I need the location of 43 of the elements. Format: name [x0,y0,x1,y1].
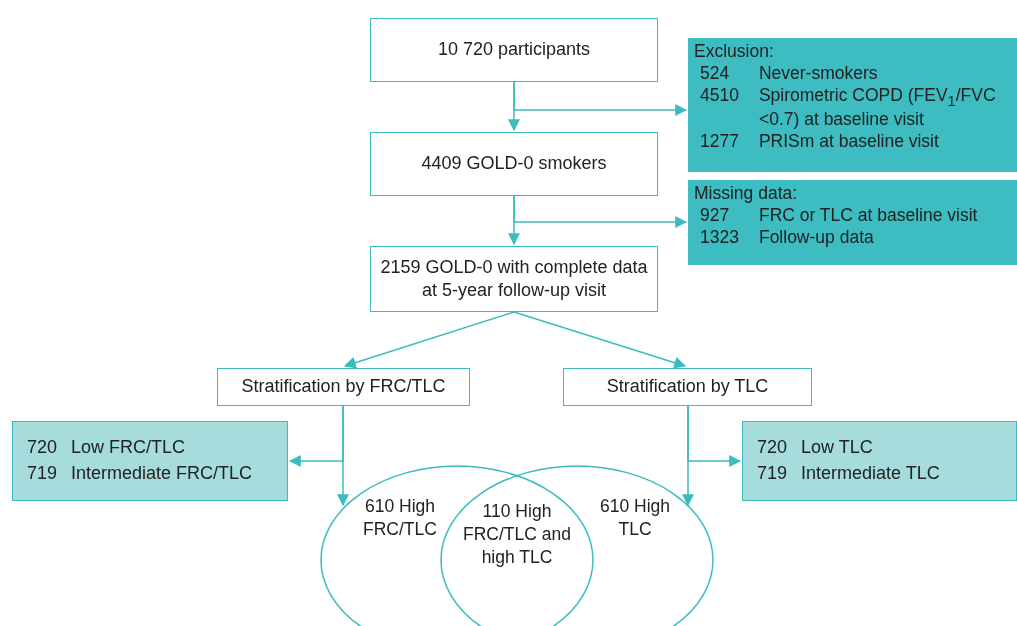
row-count: 927 [700,204,731,227]
box-label: Stratification by TLC [606,375,769,399]
ellipse-label: 610 High FRC/TLC [362,495,438,541]
box-label: 10 720 participants [437,38,591,62]
arrow [343,311,515,369]
row-count: 524 [700,62,731,85]
row-text: Spirometric COPD (FEV$_{1}$/FVC <0.7) at baseline visit [758,84,997,132]
row-count: 720 [27,436,58,459]
process-box [370,246,658,312]
info-box [688,180,1017,265]
box-heading: Exclusion: [694,41,775,63]
row-text: Follow-up data [758,226,875,249]
arrow [288,405,344,467]
row-text: FRC or TLC at baseline visit [758,204,979,227]
row-count: 1323 [700,226,739,249]
box-label: 4409 GOLD-0 smokers [421,152,607,176]
info-box [688,38,1017,172]
row-count: 719 [757,462,788,486]
arrow [687,405,742,467]
row-count: 4510 [700,84,739,107]
arrow [513,195,688,228]
arrow [513,311,687,369]
row-count: 719 [27,462,58,486]
process-box [563,368,812,406]
ellipse-label: 610 High TLC [598,495,672,541]
row-text: Intermediate TLC [801,462,941,486]
process-box [370,18,658,82]
row-text: PRISm at baseline visit [758,131,940,154]
overlap-label: 110 High FRC/TLC and high TLC [462,500,572,569]
process-box [370,132,658,196]
box-heading: Missing data: [694,183,799,205]
arrow [513,81,688,116]
box-label: Stratification by FRC/TLC [241,375,446,399]
row-text: Low TLC [801,436,874,459]
row-text: Never-smokers [758,62,879,85]
box-label: 2159 GOLD-0 with complete data at 5-year follow-up visit [379,255,649,302]
row-count: 1277 [700,131,739,154]
group-box [12,421,288,501]
row-text: Intermediate FRC/TLC [71,462,254,486]
row-count: 720 [757,436,788,459]
process-box [217,368,470,406]
row-text: Low FRC/TLC [71,436,187,459]
group-box [742,421,1017,501]
